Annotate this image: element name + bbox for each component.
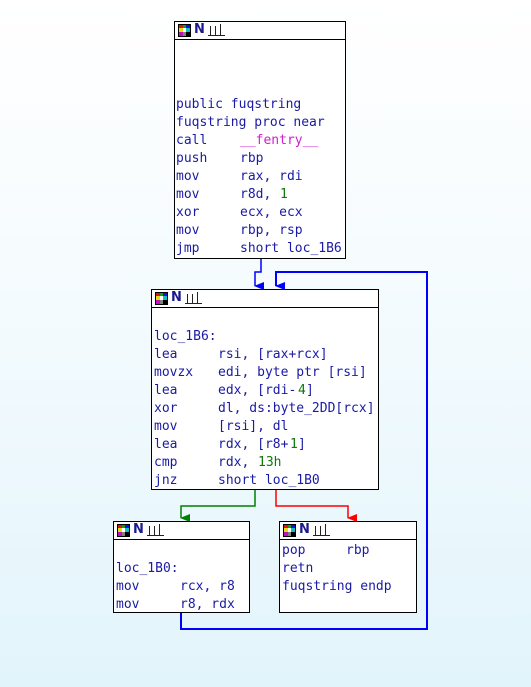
asm-line: push rbp (176, 150, 345, 168)
asm-line: movzx edi, byte ptr [rsi] (154, 364, 378, 382)
operand-suffix: ] (298, 437, 306, 452)
n-icon[interactable]: N (133, 522, 144, 537)
edge-entry-to-loop (254, 259, 264, 290)
node-entry[interactable]: N public fuqstring fuqstring proc near c… (174, 21, 346, 259)
node-loop[interactable]: N loc_1B6: lea rsi, [rax+rcx] movzx edi, b… (151, 289, 379, 490)
function-name[interactable]: __fentry__ (240, 133, 319, 148)
jump-target[interactable]: short loc_1B0 (218, 473, 320, 488)
operand: r8d, (240, 187, 280, 202)
label: loc_1B6: (154, 329, 217, 344)
mnemonic: mov (154, 419, 178, 434)
mnemonic: call (176, 133, 208, 148)
n-icon[interactable]: N (299, 522, 310, 537)
asm-line: mov r8d, 1 (176, 186, 345, 204)
operand: rdx, (218, 455, 258, 470)
asm-line: lea rsi, [rax+rcx] (154, 346, 378, 364)
asm-line: retn (282, 560, 416, 578)
mnemonic: lea (154, 383, 178, 398)
jump-target[interactable]: short loc_1B6 (240, 241, 342, 256)
asm-line: lea edx, [rdi-4] (154, 382, 378, 400)
asm-line: mov r8, rdx (116, 596, 249, 614)
operand: rax, rdi (240, 169, 303, 184)
graph-icon[interactable] (146, 524, 164, 536)
operand: rbp (346, 543, 370, 558)
colors-icon[interactable] (155, 291, 168, 305)
colors-icon[interactable] (117, 523, 130, 537)
mnemonic: lea (154, 347, 178, 362)
n-icon[interactable]: N (171, 290, 182, 305)
operand: ecx, ecx (240, 205, 303, 220)
operand: rbp, rsp (240, 223, 303, 238)
asm-line: call __fentry__ (176, 132, 345, 150)
operand: edx, [rdi- (218, 383, 297, 398)
mnemonic: jnz (154, 473, 178, 488)
asm-line: jnz short loc_1B0 (154, 472, 378, 490)
node-exit[interactable]: N pop rbp retn fuqstring endp (279, 521, 417, 613)
edge-loop-to-loc1B0 (180, 490, 256, 522)
asm-line: mov rcx, r8 (116, 578, 249, 596)
n-icon[interactable]: N (194, 22, 205, 37)
asm-line: xor ecx, ecx (176, 204, 345, 222)
node-header: N (152, 290, 378, 308)
operand: rcx, r8 (180, 579, 235, 594)
node-header: N (114, 522, 249, 540)
node-header: N (280, 522, 416, 540)
asm-line: mov rbp, rsp (176, 222, 345, 240)
mnemonic: xor (176, 205, 200, 220)
number: 1 (290, 437, 298, 452)
operand: [rsi], dl (218, 419, 289, 434)
mnemonic: jmp (176, 241, 200, 256)
graph-icon[interactable] (312, 524, 330, 536)
colors-icon[interactable] (178, 23, 191, 37)
asm-line: pop rbp (282, 542, 416, 560)
number: 1 (280, 187, 288, 202)
node-header: N (175, 22, 345, 40)
operand: rsi, [rax+rcx] (218, 347, 328, 362)
mnemonic: push (176, 151, 208, 166)
asm-line: loc_1B0: (116, 560, 249, 578)
mnemonic: mov (116, 597, 140, 612)
asm-line: fuqstring endp (282, 578, 416, 596)
operand: rbp (240, 151, 264, 166)
graph-icon[interactable] (184, 292, 202, 304)
asm-line: mov rax, rdi (176, 168, 345, 186)
asm-line: loc_1B6: (154, 328, 378, 346)
asm-line: cmp rdx, 13h (154, 454, 378, 472)
mnemonic: mov (176, 223, 200, 238)
asm-line: lea rdx, [r8+1] (154, 436, 378, 454)
mnemonic: pop (282, 543, 306, 558)
mnemonic: xor (154, 401, 178, 416)
asm-line: jmp short loc_1B6 (176, 240, 345, 258)
mnemonic: retn (282, 561, 314, 576)
graph-icon[interactable] (207, 24, 225, 36)
operand: edi, byte ptr [rsi] (218, 365, 367, 380)
proc-end: fuqstring endp (282, 579, 392, 594)
edge-loop-to-exit (275, 490, 357, 522)
asm-line: fuqstring proc near (176, 115, 325, 130)
colors-icon[interactable] (283, 523, 296, 537)
asm-line: xor dl, ds:byte_2DD[rcx] (154, 400, 378, 418)
label: loc_1B0: (116, 561, 179, 576)
asm-line: public fuqstring (176, 97, 302, 112)
operand-suffix: ] (306, 383, 314, 398)
asm-line: mov [rsi], dl (154, 418, 378, 436)
mnemonic: lea (154, 437, 178, 452)
mnemonic: mov (176, 169, 200, 184)
operand: rdx, [r8+ (218, 437, 289, 452)
mnemonic: cmp (154, 455, 178, 470)
mnemonic: mov (116, 579, 140, 594)
mnemonic: mov (176, 187, 200, 202)
operand: dl, ds:byte_2DD[rcx] (218, 401, 375, 416)
operand: r8, rdx (180, 597, 235, 612)
node-loc-1B0[interactable]: N loc_1B0: mov rcx, r8 mov r8, rdx (113, 521, 250, 613)
edge-loopback-to-loop (180, 271, 428, 630)
mnemonic: movzx (154, 365, 194, 380)
number: 13h (258, 455, 282, 470)
number: 4 (298, 383, 306, 398)
